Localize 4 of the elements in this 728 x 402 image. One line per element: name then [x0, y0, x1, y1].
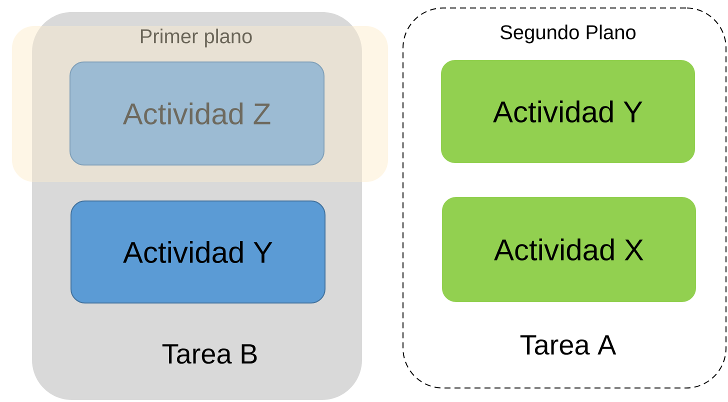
- activity-box: Actividad X: [442, 197, 696, 302]
- activity-box: Actividad Z: [70, 62, 324, 166]
- activity-box: Actividad Y: [70, 200, 326, 304]
- activity-box: Actividad Y: [441, 60, 695, 163]
